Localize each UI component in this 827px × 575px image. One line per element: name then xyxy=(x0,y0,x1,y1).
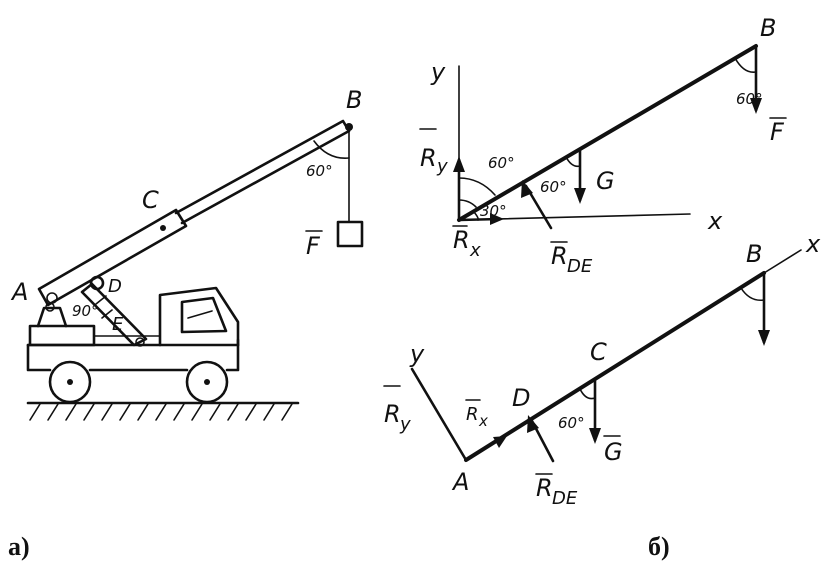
label-f: F xyxy=(306,232,321,260)
label-angle-d: 90° xyxy=(72,302,99,320)
svg-text:x: x xyxy=(469,240,481,261)
label-angle-60-mid: 60° xyxy=(540,178,567,196)
fbd-bottom: y x B C D A G R y R x R DE 60° xyxy=(383,230,821,509)
label-ry-top: R xyxy=(420,144,437,172)
crane-truck: B C A D E F 60° 90° xyxy=(10,86,364,421)
boom-line-top xyxy=(457,44,758,222)
crane-base xyxy=(36,306,68,328)
label-angle-rope: 60° xyxy=(306,162,333,180)
label-rx-bottom: R xyxy=(466,404,479,425)
label-x-bottom: x xyxy=(805,230,821,258)
chassis-rear xyxy=(26,343,52,372)
point-d-pin xyxy=(89,275,105,291)
boom-lower-section xyxy=(37,208,188,307)
rear-wheel xyxy=(48,360,92,404)
label-b-bottom: B xyxy=(746,240,762,268)
point-c-dot xyxy=(160,225,166,231)
label-angle-60-bottom: 60° xyxy=(558,414,585,432)
label-rx-top: R xyxy=(453,226,470,254)
rear-box xyxy=(28,324,96,347)
caption-b: б) xyxy=(648,532,670,561)
label-g-top: G xyxy=(596,167,615,195)
label-g-bottom: G xyxy=(604,438,623,466)
ground-hatching xyxy=(29,403,293,421)
label-c-bottom: C xyxy=(590,338,607,366)
label-a-bottom: A xyxy=(451,468,469,496)
label-d-bottom: D xyxy=(512,384,530,412)
svg-text:y: y xyxy=(399,414,411,435)
force-rx-arrow-bottom xyxy=(493,436,507,448)
svg-text:DE: DE xyxy=(567,256,593,277)
label-angle-60-top: 60° xyxy=(488,154,515,172)
label-y-top: y xyxy=(430,58,446,86)
label-angle-b-top: 60° xyxy=(736,90,763,108)
truck-cab xyxy=(158,286,240,347)
label-a: A xyxy=(10,278,28,306)
angle-arc-rope xyxy=(313,140,350,159)
cab-window xyxy=(180,296,228,334)
label-d: D xyxy=(108,276,122,297)
chassis-front xyxy=(225,338,240,372)
label-x-top: x xyxy=(707,207,723,235)
label-rde-bottom: R xyxy=(536,474,553,502)
label-f-top: F xyxy=(770,118,785,146)
label-b-top: B xyxy=(760,14,776,42)
svg-text:x: x xyxy=(478,412,488,430)
fbd-top: y x B F G R y R x R DE 60° 60° 60° 30° xyxy=(419,14,787,277)
label-e: E xyxy=(112,314,124,335)
hydraulic-cylinder xyxy=(80,282,148,347)
caption-a: а) xyxy=(8,532,30,561)
boom-line-bottom xyxy=(464,271,766,462)
front-wheel xyxy=(185,360,229,404)
label-y-bottom: y xyxy=(409,340,425,368)
axis-x-bottom xyxy=(763,249,802,274)
label-c: C xyxy=(142,186,159,214)
axis-y-bottom xyxy=(410,367,468,462)
angle-arc-b-top xyxy=(734,57,757,74)
svg-text:y: y xyxy=(436,156,448,177)
label-rde-top: R xyxy=(551,242,568,270)
label-b: B xyxy=(346,86,362,114)
svg-text:DE: DE xyxy=(552,488,578,509)
label-ry-bottom: R xyxy=(384,400,401,428)
load-box xyxy=(336,220,364,248)
label-angle-30: 30° xyxy=(480,202,507,220)
